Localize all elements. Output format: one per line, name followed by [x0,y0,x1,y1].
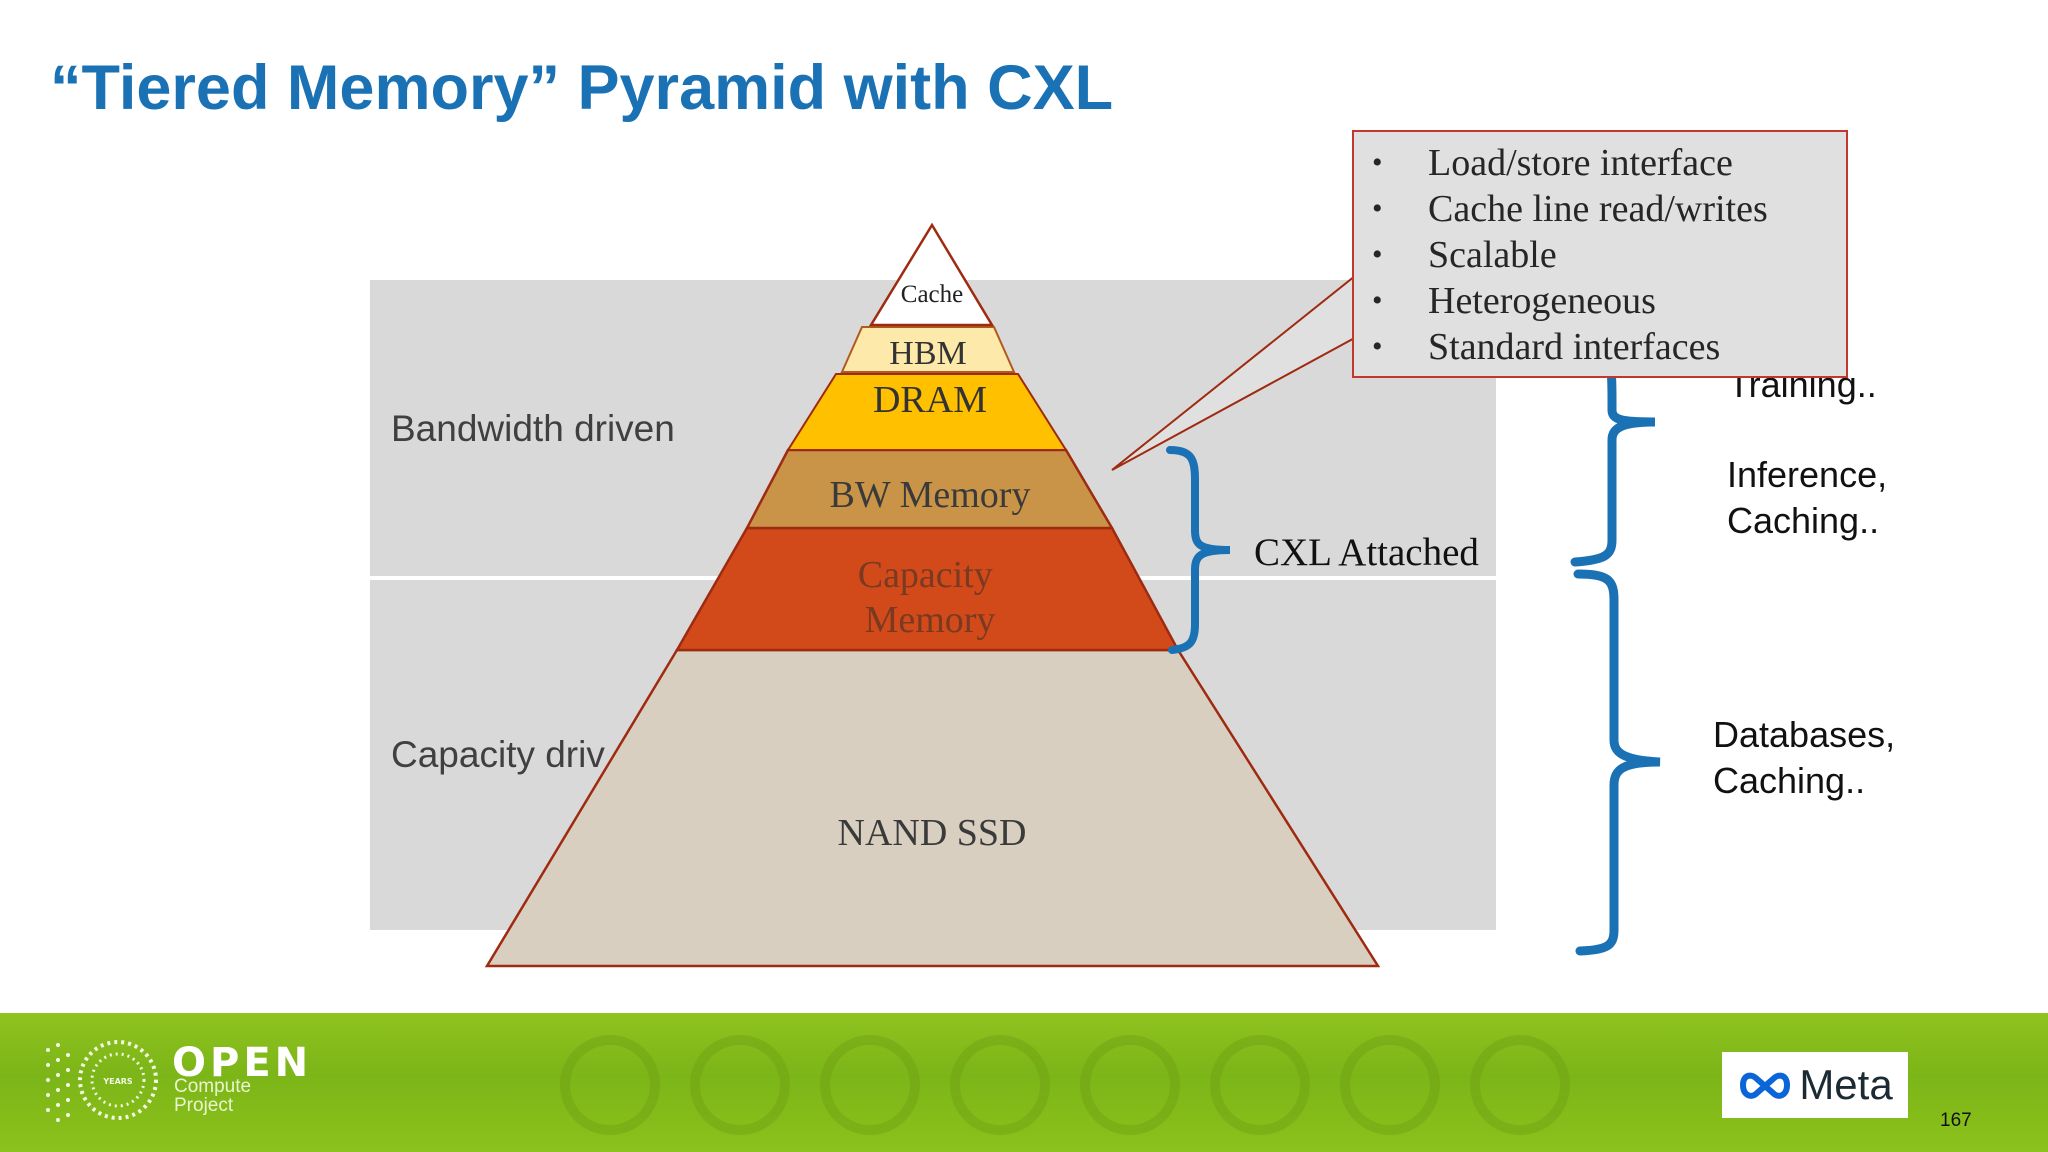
use-case-bottom-line2: Caching.. [1713,760,1866,801]
callout-item: • Scalable [1372,232,1846,278]
meta-text: Meta [1799,1061,1893,1108]
ocp-compute-text: Compute [174,1076,252,1097]
use-case-middle-line1: Inference, [1727,454,1888,495]
cxl-attached-label: CXL Attached [1254,531,1479,574]
bullet-icon: • [1372,330,1383,363]
ocp-open-text: OPEN [172,1040,313,1086]
tier-hbm [840,326,1016,373]
brace-bottom [1573,569,1661,956]
callout-pointer [1111,269,1361,471]
capacity-driven-label: Capacity driv [391,734,605,775]
use-case-middle: Inference, Caching.. [1727,452,1887,544]
cxl-properties-list: • Load/store interface • Cache line read/wr… [1372,140,1846,370]
tier-label-dram: DRAM [873,379,987,421]
ocp-logo-icon: YEARS [46,1040,158,1122]
callout-item-text: Load/store interface [1428,142,1733,184]
tier-label-hbm: HBM [889,335,966,372]
tier-label-bw-memory: BW Memory [830,474,1031,516]
tier-label-nand-ssd: NAND SSD [838,812,1027,854]
brace-top [1570,345,1656,567]
page-number: 167 [1940,1110,1972,1131]
callout-item-text: Standard interfaces [1428,326,1721,368]
meta-infinity-icon [1740,1072,1791,1099]
callout-item: • Standard interfaces [1372,324,1846,370]
ocp-project-text: Project [174,1095,234,1116]
bullet-icon: • [1372,192,1383,225]
callout-item-text: Heterogeneous [1428,280,1656,322]
tier-dram [786,373,1068,451]
callout-item: • Load/store interface [1372,140,1846,186]
use-case-middle-line2: Caching.. [1727,500,1880,541]
meta-logo: Meta [1722,1052,1908,1118]
callout-item-text: Cache line read/writes [1428,188,1768,230]
tier-nand-ssd [484,648,1381,968]
cxl-properties-callout: • Load/store interface • Cache line read/wr… [1352,130,1848,378]
use-case-bottom-line1: Databases, [1713,714,1896,755]
footer-bar [0,1013,2048,1152]
bullet-icon: • [1372,146,1383,179]
bullet-icon: • [1372,284,1383,317]
tier-label-capacity-memory: Capacity Memory [858,554,1003,641]
bandwidth-driven-label: Bandwidth driven [391,408,675,449]
tier-cache [868,222,995,327]
callout-item: • Heterogeneous [1372,278,1846,324]
use-case-bottom: Databases, Caching.. [1713,712,1895,804]
cxl-brace [1166,446,1231,654]
tier-label-cache: Cache [901,281,963,308]
slide-title: “Tiered Memory” Pyramid with CXL [50,53,1114,123]
ocp-badge-text: YEARS [102,1077,133,1086]
bullet-icon: • [1372,238,1383,271]
callout-item: • Cache line read/writes [1372,186,1846,232]
callout-item-text: Scalable [1428,234,1557,276]
